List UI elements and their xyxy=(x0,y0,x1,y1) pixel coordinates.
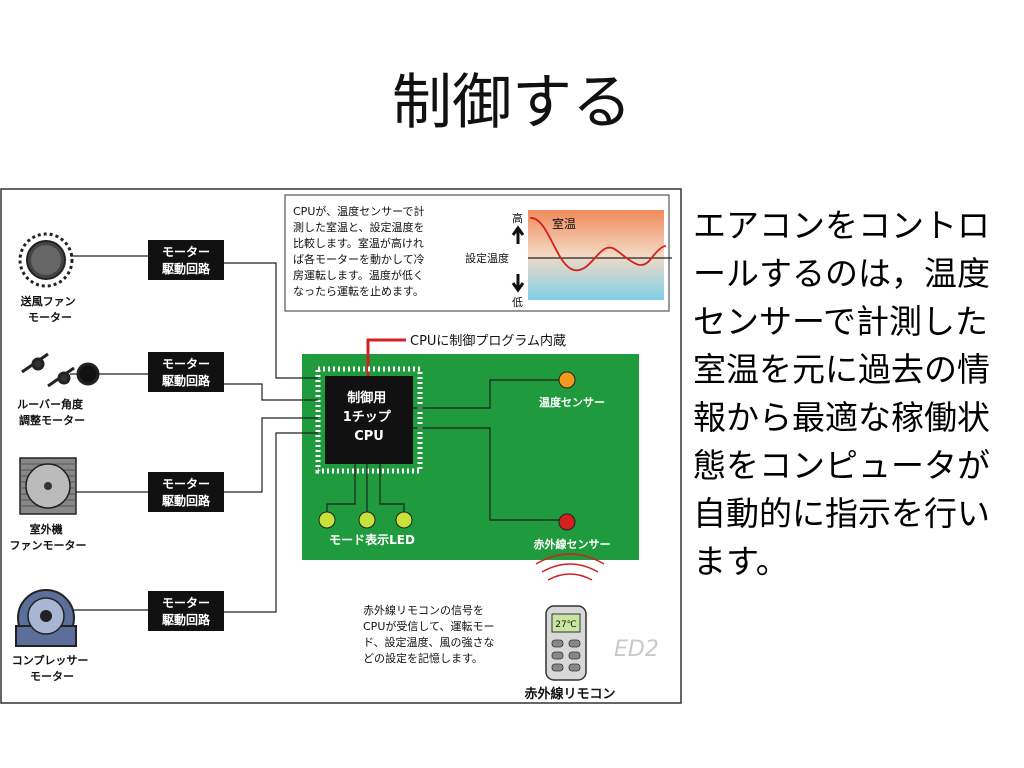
led-indicator-icon xyxy=(358,511,376,529)
fan-wheel-icon xyxy=(18,232,74,288)
svg-text:モーター駆動回路: モーター駆動回路 xyxy=(162,477,211,508)
infrared-sensor-icon xyxy=(558,513,576,531)
room-temp-curve xyxy=(529,217,667,271)
compressor-icon xyxy=(15,589,77,647)
slide-title: 制御する xyxy=(392,68,632,138)
arrow-up-icon xyxy=(511,225,525,244)
remote-label: 赤外線リモコン xyxy=(524,686,615,702)
svg-text:モーター駆動回路: モーター駆動回路 xyxy=(162,357,211,388)
motor-driver-box: モーター駆動回路 xyxy=(148,472,224,512)
led-indicator-icon xyxy=(318,511,336,529)
motor-driver-box: モーター駆動回路 xyxy=(148,591,224,631)
led-label: モード表示LED xyxy=(329,532,415,547)
motor-driver-box: モーター駆動回路 xyxy=(148,352,224,392)
watermark: ED2 xyxy=(614,637,659,662)
cpu-chip xyxy=(325,376,413,464)
svg-text:モーター駆動回路: モーター駆動回路 xyxy=(162,245,211,276)
infrared-sensor-label: 赤外線センサー xyxy=(534,537,611,551)
graph-low-label: 低 xyxy=(512,296,523,309)
temperature-sensor-label: 温度センサー xyxy=(539,395,605,409)
louver-icon xyxy=(21,352,100,388)
svg-text:モーター駆動回路: モーター駆動回路 xyxy=(162,596,211,627)
cpu-label: 制御用 1チップ CPU xyxy=(343,390,396,444)
note-text: CPUが、温度センサーで計 測した室温と、設定温度を 比較します。室温が高けれ … xyxy=(293,204,428,298)
motor-label: コンプレッサー モーター xyxy=(12,653,93,683)
graph-room-temp-label: 室温 xyxy=(552,216,576,231)
outdoor-fan-icon xyxy=(19,457,77,515)
temperature-sensor-icon xyxy=(558,371,576,389)
remote-display: 27℃ xyxy=(555,620,577,630)
wiring xyxy=(70,255,560,613)
infrared-wave-icon xyxy=(535,553,605,581)
remote-note-text: 赤外線リモコンの信号を CPUが受信して、運転モー ド、設定温度、風の強さな ど… xyxy=(363,603,498,665)
motor-driver-box: モーター駆動回路 xyxy=(148,240,224,280)
motor-label: 室外機 ファンモーター xyxy=(10,522,87,552)
arrow-down-icon xyxy=(511,274,525,293)
cpu-pins xyxy=(315,366,423,474)
motor-label: ルーバー角度 調整モーター xyxy=(17,397,87,427)
graph-set-temp-label: 設定温度 xyxy=(465,251,509,265)
temperature-graph xyxy=(528,210,664,300)
air-conditioner-control-diagram: CPUが、温度センサーで計 測した室温と、設定温度を 比較します。室温が高けれ … xyxy=(0,188,682,704)
motor-label: 送風ファン モーター xyxy=(20,294,80,324)
graph-high-label: 高 xyxy=(512,211,523,225)
led-indicator-icon xyxy=(395,511,413,529)
body-text: エアコンをコントロールするのは，温度センサーで計測した室温を元に過去の情報から最… xyxy=(693,206,990,581)
remote-control-icon xyxy=(545,605,587,681)
cpu-program-label: CPUに制御プログラム内蔵 xyxy=(410,333,566,349)
